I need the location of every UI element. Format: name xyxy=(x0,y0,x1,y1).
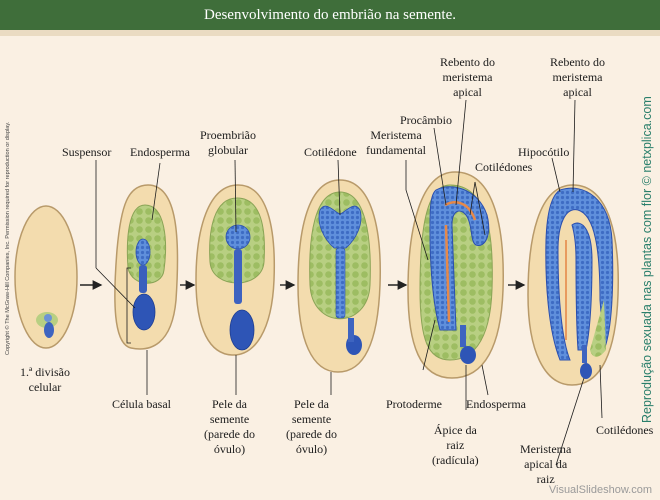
label-protoderme: Protoderme xyxy=(386,397,442,411)
label-procambio: Procâmbio xyxy=(400,113,452,127)
page-title: Desenvolvimento do embrião na semente. xyxy=(203,6,456,23)
label-cotiledone: Cotilédone xyxy=(304,145,357,159)
label-celula-basal: Célula basal xyxy=(112,397,171,411)
label-endosperma-bottom: Endosperma xyxy=(466,397,526,411)
label-endosperma-top: Endosperma xyxy=(130,145,190,159)
label-suspensor: Suspensor xyxy=(62,145,112,159)
label-pele-semente-1: Pele da semente (parede do óvulo) xyxy=(204,397,255,456)
label-rebento-meristema-apical-1: Rebento do meristema apical xyxy=(440,55,495,99)
seed-stage-4 xyxy=(297,179,381,373)
seed-stage-6 xyxy=(527,184,619,386)
seed-stage-3 xyxy=(195,184,276,356)
label-meristema-fundamental: Meristema fundamental xyxy=(366,128,426,157)
watermark: VisualSlideshow.com xyxy=(548,484,652,496)
copyright-notice: Copyright © The McGraw-Hill Companies, I… xyxy=(5,121,11,355)
label-cotiledones-bottom: Cotilédones xyxy=(596,423,654,437)
seed-stage-1 xyxy=(14,205,78,349)
title-band xyxy=(0,30,660,36)
credit-netxplica: Reprodução sexuada nas plantas com flor … xyxy=(640,96,654,423)
label-apice-raiz: Ápice da raiz (radícula) xyxy=(432,423,479,467)
label-primeira-divisao-celular: 1.ª divisão celular xyxy=(20,365,70,394)
label-cotiledones-mid: Cotilédones xyxy=(475,160,533,174)
label-meristema-apical-raiz: Meristema apical da raiz xyxy=(520,442,572,486)
label-pele-semente-2: Pele da semente (parede do óvulo) xyxy=(286,397,337,456)
seed-stage-5 xyxy=(407,171,504,379)
seed-stage-2 xyxy=(114,184,179,350)
title-bar: Desenvolvimento do embrião na semente. xyxy=(0,0,660,30)
label-rebento-meristema-apical-2: Rebento do meristema apical xyxy=(550,55,605,99)
leader-lines xyxy=(95,99,603,466)
label-hipocotilo: Hipocótilo xyxy=(518,145,570,159)
label-proembriao-globular: Proembrião globular xyxy=(200,128,256,157)
